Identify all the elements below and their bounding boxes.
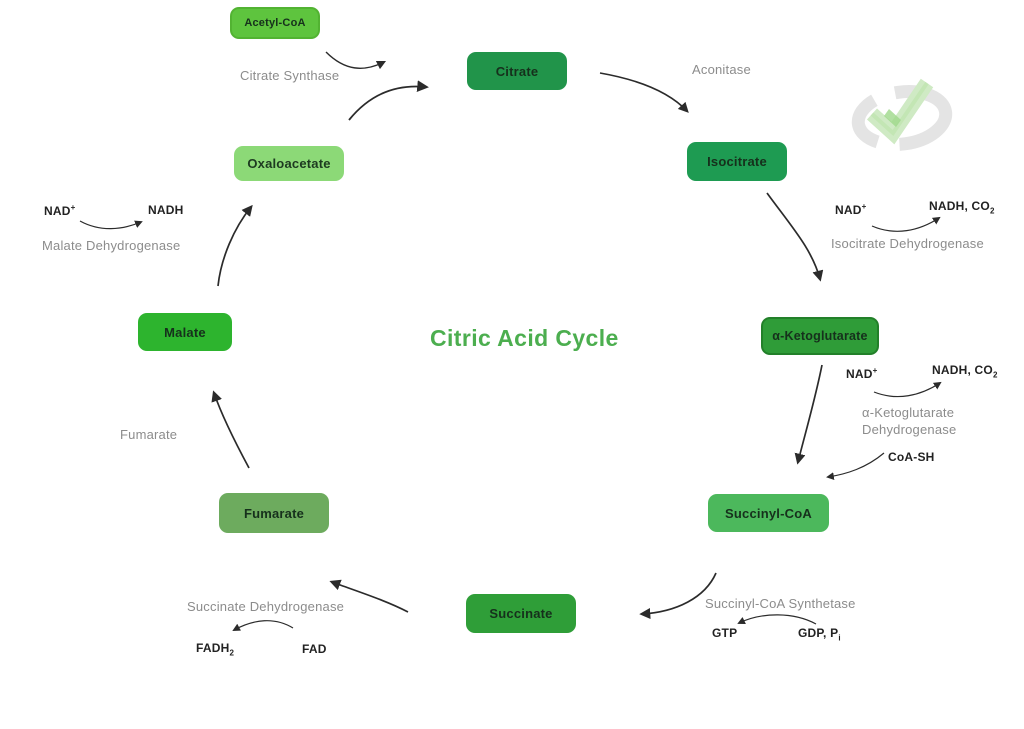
arrow-acetyl-coa-to-citrate	[325, 51, 387, 70]
enzyme-label-line: α-Ketoglutarate	[862, 405, 955, 420]
cofactor-fad: FAD	[302, 642, 327, 656]
enzyme-malate-dehydrogenase: Malate Dehydrogenase	[42, 238, 181, 253]
metabolite-citrate: Citrate	[467, 52, 567, 90]
cofactor-text: NAD	[846, 367, 873, 381]
metabolite-succinate: Succinate	[466, 594, 576, 633]
arrow-nad-to-nadh-isocitrate	[871, 216, 941, 232]
metabolite-isocitrate: Isocitrate	[687, 142, 787, 181]
diagram-title: Citric Acid Cycle	[430, 325, 619, 351]
check-icon	[866, 78, 934, 145]
enzyme-label-line: Dehydrogenase	[862, 422, 957, 437]
arrow-nad-to-nadh-akg	[873, 381, 942, 398]
cofactor-gtp: GTP	[712, 626, 737, 640]
cofactor-nad-plus: NAD+	[835, 202, 866, 217]
arrow-malate-to-oxaloacetate	[217, 204, 253, 287]
arrow-gdp-to-gtp	[737, 614, 817, 625]
cofactor-text: NADH, CO	[932, 363, 993, 377]
enzyme-alpha-ketoglutarate-dehydrogenase: α-Ketoglutarate Dehydrogenase	[862, 404, 956, 438]
arrow-isocitrate-to-alpha-ketoglutarate	[766, 192, 824, 282]
cofactor-nad-plus: NAD+	[44, 203, 75, 218]
metabolite-fumarate: Fumarate	[219, 493, 329, 533]
cofactor-text: CoA-SH	[888, 450, 935, 464]
cofactor-text: NAD	[44, 204, 71, 218]
cofactor-nadh-co2: NADH, CO2	[929, 199, 995, 215]
cofactor-text: NADH	[148, 203, 184, 217]
enzyme-citrate-synthase: Citrate Synthase	[240, 68, 340, 83]
metabolite-oxaloacetate: Oxaloacetate	[234, 146, 344, 181]
cofactor-text: GTP	[712, 626, 738, 640]
arrow-nad-to-nadh-malate	[79, 220, 143, 230]
superscript: +	[861, 202, 867, 211]
arrow-citrate-to-isocitrate	[599, 72, 689, 113]
metabolite-acetyl-coa: Acetyl-CoA	[230, 7, 320, 39]
superscript: +	[872, 366, 878, 375]
cofactor-text: NADH, CO	[929, 199, 990, 213]
metabolite-alpha-ketoglutarate: α-Ketoglutarate	[761, 317, 879, 355]
enzyme-succinate-dehydrogenase: Succinate Dehydrogenase	[187, 599, 345, 614]
cofactor-fadh2: FADH2	[196, 641, 234, 657]
metabolite-succinyl-coa: Succinyl-CoA	[708, 494, 829, 532]
cofactor-text: FADH	[196, 641, 230, 655]
enzyme-fumarase-label: Fumarate	[120, 427, 178, 442]
enzyme-succinyl-coa-synthetase: Succinyl-CoA Synthetase	[705, 596, 856, 611]
subscript: 2	[992, 370, 998, 380]
subscript: i	[838, 633, 841, 643]
arrow-oxaloacetate-to-citrate	[348, 80, 429, 121]
cofactor-nad-plus: NAD+	[846, 366, 877, 381]
metabolite-malate: Malate	[138, 313, 232, 351]
arrow-coa-sh-in	[826, 452, 885, 480]
cofactor-text: NAD	[835, 203, 862, 217]
cofactor-nadh-co2: NADH, CO2	[932, 363, 998, 379]
subscript: 2	[229, 648, 235, 658]
cofactor-text: FAD	[302, 642, 327, 656]
enzyme-isocitrate-dehydrogenase: Isocitrate Dehydrogenase	[831, 236, 984, 251]
enzyme-aconitase: Aconitase	[692, 62, 751, 77]
cofactor-coa-sh: CoA-SH	[888, 450, 935, 464]
subscript: 2	[989, 206, 995, 216]
ring-icon	[851, 85, 953, 151]
arrow-fad-to-fadh2	[232, 620, 294, 631]
cofactor-nadh: NADH	[148, 203, 183, 217]
superscript: +	[70, 203, 76, 212]
arrow-fumarate-to-malate	[211, 390, 250, 469]
arrow-alpha-ketoglutarate-to-succinyl-coa	[794, 364, 823, 465]
cofactor-gdp-pi: GDP, Pi	[798, 626, 841, 642]
cofactor-text: GDP, P	[798, 626, 839, 640]
